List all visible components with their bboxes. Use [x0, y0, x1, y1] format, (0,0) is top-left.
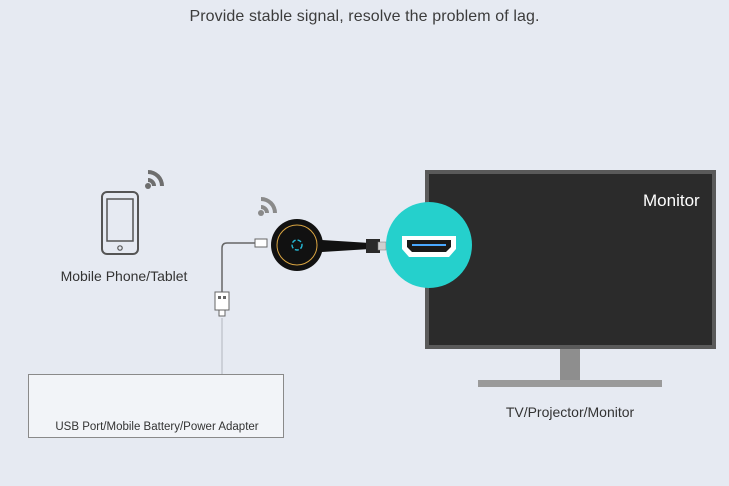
headline: Provide stable signal, resolve the probl… [189, 8, 540, 25]
dongle-icon [271, 219, 387, 271]
usb-cable [214, 238, 268, 374]
phone-label: Mobile Phone/Tablet [60, 268, 188, 284]
tv-label: TV/Projector/Monitor [505, 404, 635, 420]
wifi-icon [145, 170, 164, 189]
hdmi-port-icon [386, 202, 472, 288]
power-source-label: USB Port/Mobile Battery/Power Adapter [55, 421, 259, 433]
tablet-icon [101, 191, 139, 255]
monitor-screen-text: Monitor [643, 191, 700, 210]
power-source-box: USB Port/Mobile Battery/Power Adapter [28, 374, 284, 438]
tv-monitor [425, 170, 716, 387]
wifi-icon [258, 197, 277, 216]
